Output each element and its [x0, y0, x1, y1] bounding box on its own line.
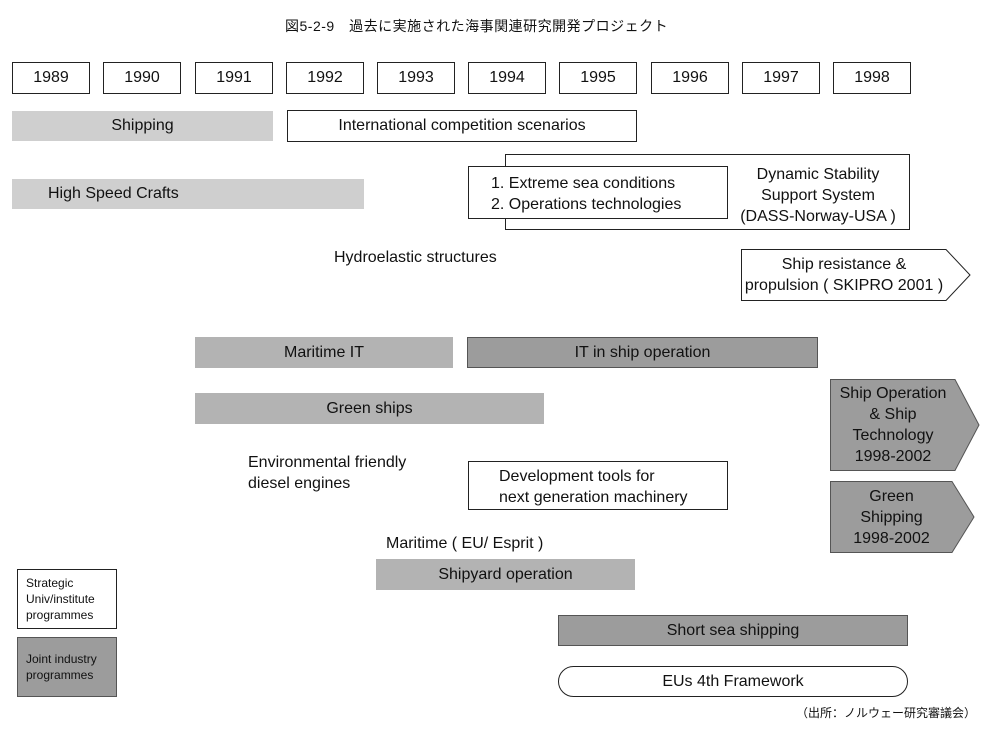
green-shipping-line-3: 1998-2002 — [853, 529, 930, 547]
skipro-line-2: propulsion ( SKIPRO 2001 ) — [744, 277, 944, 294]
year-1997: 1997 — [742, 62, 820, 94]
green-shipping-label: Green Shipping 1998-2002 — [853, 486, 930, 549]
skipro-line-1: Ship resistance & — [781, 256, 907, 273]
year-1993: 1993 — [377, 62, 455, 94]
year-1991: 1991 — [195, 62, 273, 94]
project-shipping: Shipping — [12, 111, 273, 141]
project-maritime-eu: Maritime ( EU/ Esprit ) — [386, 535, 544, 552]
legend-joint-industry: Joint industry programmes — [17, 637, 117, 697]
green-shipping-arrow-shape — [830, 481, 975, 553]
year-1989: 1989 — [12, 62, 90, 94]
legend-joint-line-1: Joint industry — [26, 652, 97, 666]
project-eu-4th-framework: EUs 4th Framework — [558, 666, 908, 697]
project-extreme-sea: 1. Extreme sea conditions 2. Operations … — [468, 166, 728, 219]
project-it-ship-operation: IT in ship operation — [467, 337, 818, 368]
dass-line-1: Dynamic Stability — [756, 166, 880, 183]
project-short-sea-shipping: Short sea shipping — [558, 615, 908, 646]
dass-line-2: Support System — [761, 187, 875, 204]
extreme-sea-line-1: 1. Extreme sea conditions — [491, 175, 676, 192]
green-shipping-line-1: Green — [869, 487, 914, 505]
legend-strategic-line-1: Strategic — [26, 576, 74, 590]
legend-joint-line-2: programmes — [26, 668, 94, 682]
year-1995: 1995 — [559, 62, 637, 94]
year-1990: 1990 — [103, 62, 181, 94]
ship-operation-arrow-shape — [830, 379, 980, 471]
legend-strategic-label: Strategic Univ/institute programmes — [26, 575, 95, 623]
legend-strategic: Strategic Univ/institute programmes — [17, 569, 117, 629]
project-skipro-arrow: Ship resistance & propulsion ( SKIPRO 20… — [741, 249, 971, 301]
extreme-sea-line-2: 2. Operations technologies — [491, 196, 682, 213]
year-1994: 1994 — [468, 62, 546, 94]
env-diesel-line-2: diesel engines — [248, 475, 351, 492]
dass-line-3: (DASS-Norway-USA ) — [740, 208, 896, 225]
skipro-arrow-shape — [741, 249, 971, 301]
green-shipping-line-2: Shipping — [860, 508, 923, 526]
dev-tools-line-1: Development tools for — [499, 468, 655, 485]
ship-op-line-2: & Ship — [869, 406, 917, 423]
project-development-tools: Development tools for next generation ma… — [468, 461, 728, 510]
project-hydroelastic: Hydroelastic structures — [334, 249, 497, 266]
diagram-title: 図5-2-9 過去に実施された海事関連研究開発プロジェクト — [285, 18, 669, 34]
project-green-ships: Green ships — [195, 393, 544, 424]
ship-op-line-4: 1998-2002 — [854, 448, 932, 465]
year-1992: 1992 — [286, 62, 364, 94]
skipro-label: Ship resistance & propulsion ( SKIPRO 20… — [745, 254, 943, 296]
project-green-shipping-arrow: Green Shipping 1998-2002 — [830, 481, 975, 553]
legend-joint-label: Joint industry programmes — [26, 651, 97, 683]
project-high-speed-crafts: High Speed Crafts — [12, 179, 364, 209]
legend-strategic-line-2: Univ/institute — [26, 592, 95, 606]
project-shipyard-operation: Shipyard operation — [376, 559, 635, 590]
dev-tools-line-2: next generation machinery — [499, 489, 688, 506]
env-diesel-line-1: Environmental friendly — [248, 454, 407, 471]
project-ship-operation-technology-arrow: Ship Operation & Ship Technology 1998-20… — [830, 379, 980, 471]
year-1998: 1998 — [833, 62, 911, 94]
project-international-competition: International competition scenarios — [287, 110, 637, 142]
ship-op-line-1: Ship Operation — [839, 385, 947, 402]
project-env-diesel: Environmental friendly diesel engines — [248, 452, 406, 494]
ship-op-line-3: Technology — [852, 427, 934, 444]
project-maritime-it: Maritime IT — [195, 337, 453, 368]
project-dass-label: Dynamic Stability Support System (DASS-N… — [730, 164, 906, 227]
legend-strategic-line-3: programmes — [26, 608, 94, 622]
ship-operation-label: Ship Operation & Ship Technology 1998-20… — [840, 383, 947, 467]
source-note: （出所：ノルウェー研究審議会） — [796, 706, 977, 720]
year-1996: 1996 — [651, 62, 729, 94]
